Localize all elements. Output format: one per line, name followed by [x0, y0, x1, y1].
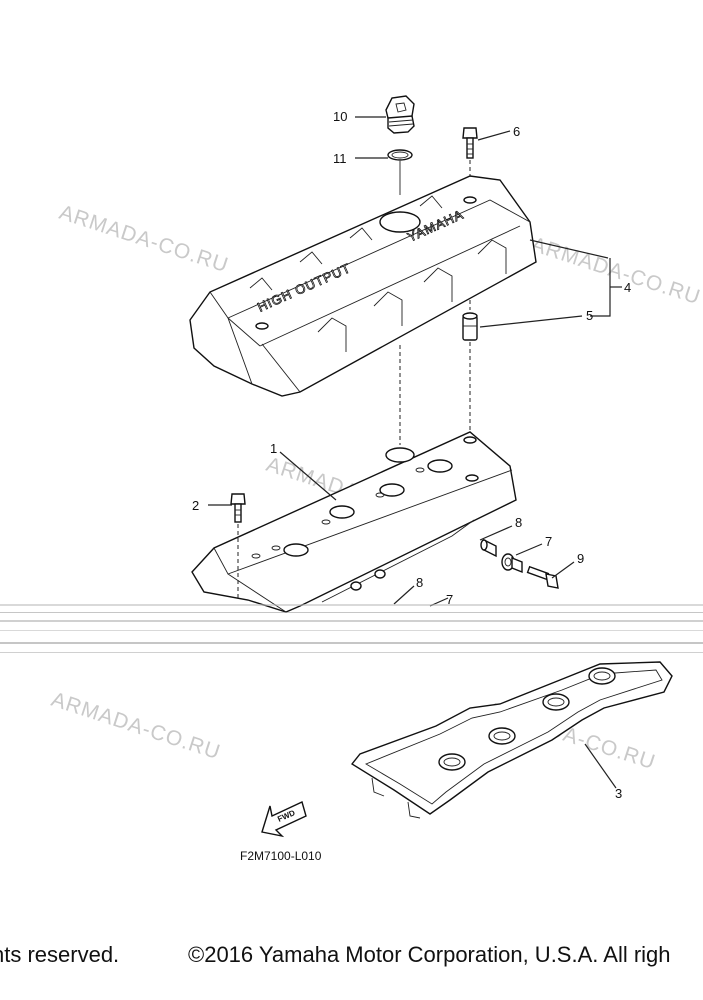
diagram-code: F2M7100-L010: [240, 849, 322, 863]
oil-filler-cap: [385, 95, 415, 134]
bolt-6: [462, 127, 478, 159]
bolt-9: [526, 565, 559, 589]
callout-9: 9: [577, 551, 584, 566]
copyright-bar: nts reserved. ©2016 Yamaha Motor Corpora…: [0, 942, 703, 972]
callout-3: 3: [615, 786, 622, 801]
scan-noise-band: [0, 604, 703, 653]
callout-1: 1: [270, 441, 277, 456]
gasket: [350, 661, 673, 819]
callout-7: 7: [545, 534, 552, 549]
callout-8: 8: [515, 515, 522, 530]
callout-6: 6: [513, 124, 520, 139]
callout-7-lower: 7: [446, 592, 453, 607]
callout-5: 5: [586, 308, 593, 323]
callout-10: 10: [333, 109, 347, 124]
bolt-2: [230, 493, 246, 523]
cylinder-head-cover: HIGH OUTPUT YAMAHA: [189, 175, 537, 397]
callout-4: 4: [624, 280, 631, 295]
watermark-4: ARMADA-CO.RU: [48, 688, 223, 764]
callout-11: 11: [333, 151, 347, 166]
watermark-1: ARMADA-CO.RU: [56, 201, 231, 277]
fwd-arrow-icon: FWD: [261, 801, 307, 838]
copyright-left-fragment: nts reserved.: [0, 942, 120, 967]
callout-8-lower: 8: [416, 575, 423, 590]
grommet-5: [462, 312, 478, 341]
copyright-text: ©2016 Yamaha Motor Corporation, U.S.A. A…: [188, 942, 671, 967]
grommet-7: [501, 553, 523, 574]
washer-8: [480, 538, 497, 558]
watermark-2: ARMADA-CO.RU: [528, 233, 703, 309]
callout-2: 2: [192, 498, 199, 513]
